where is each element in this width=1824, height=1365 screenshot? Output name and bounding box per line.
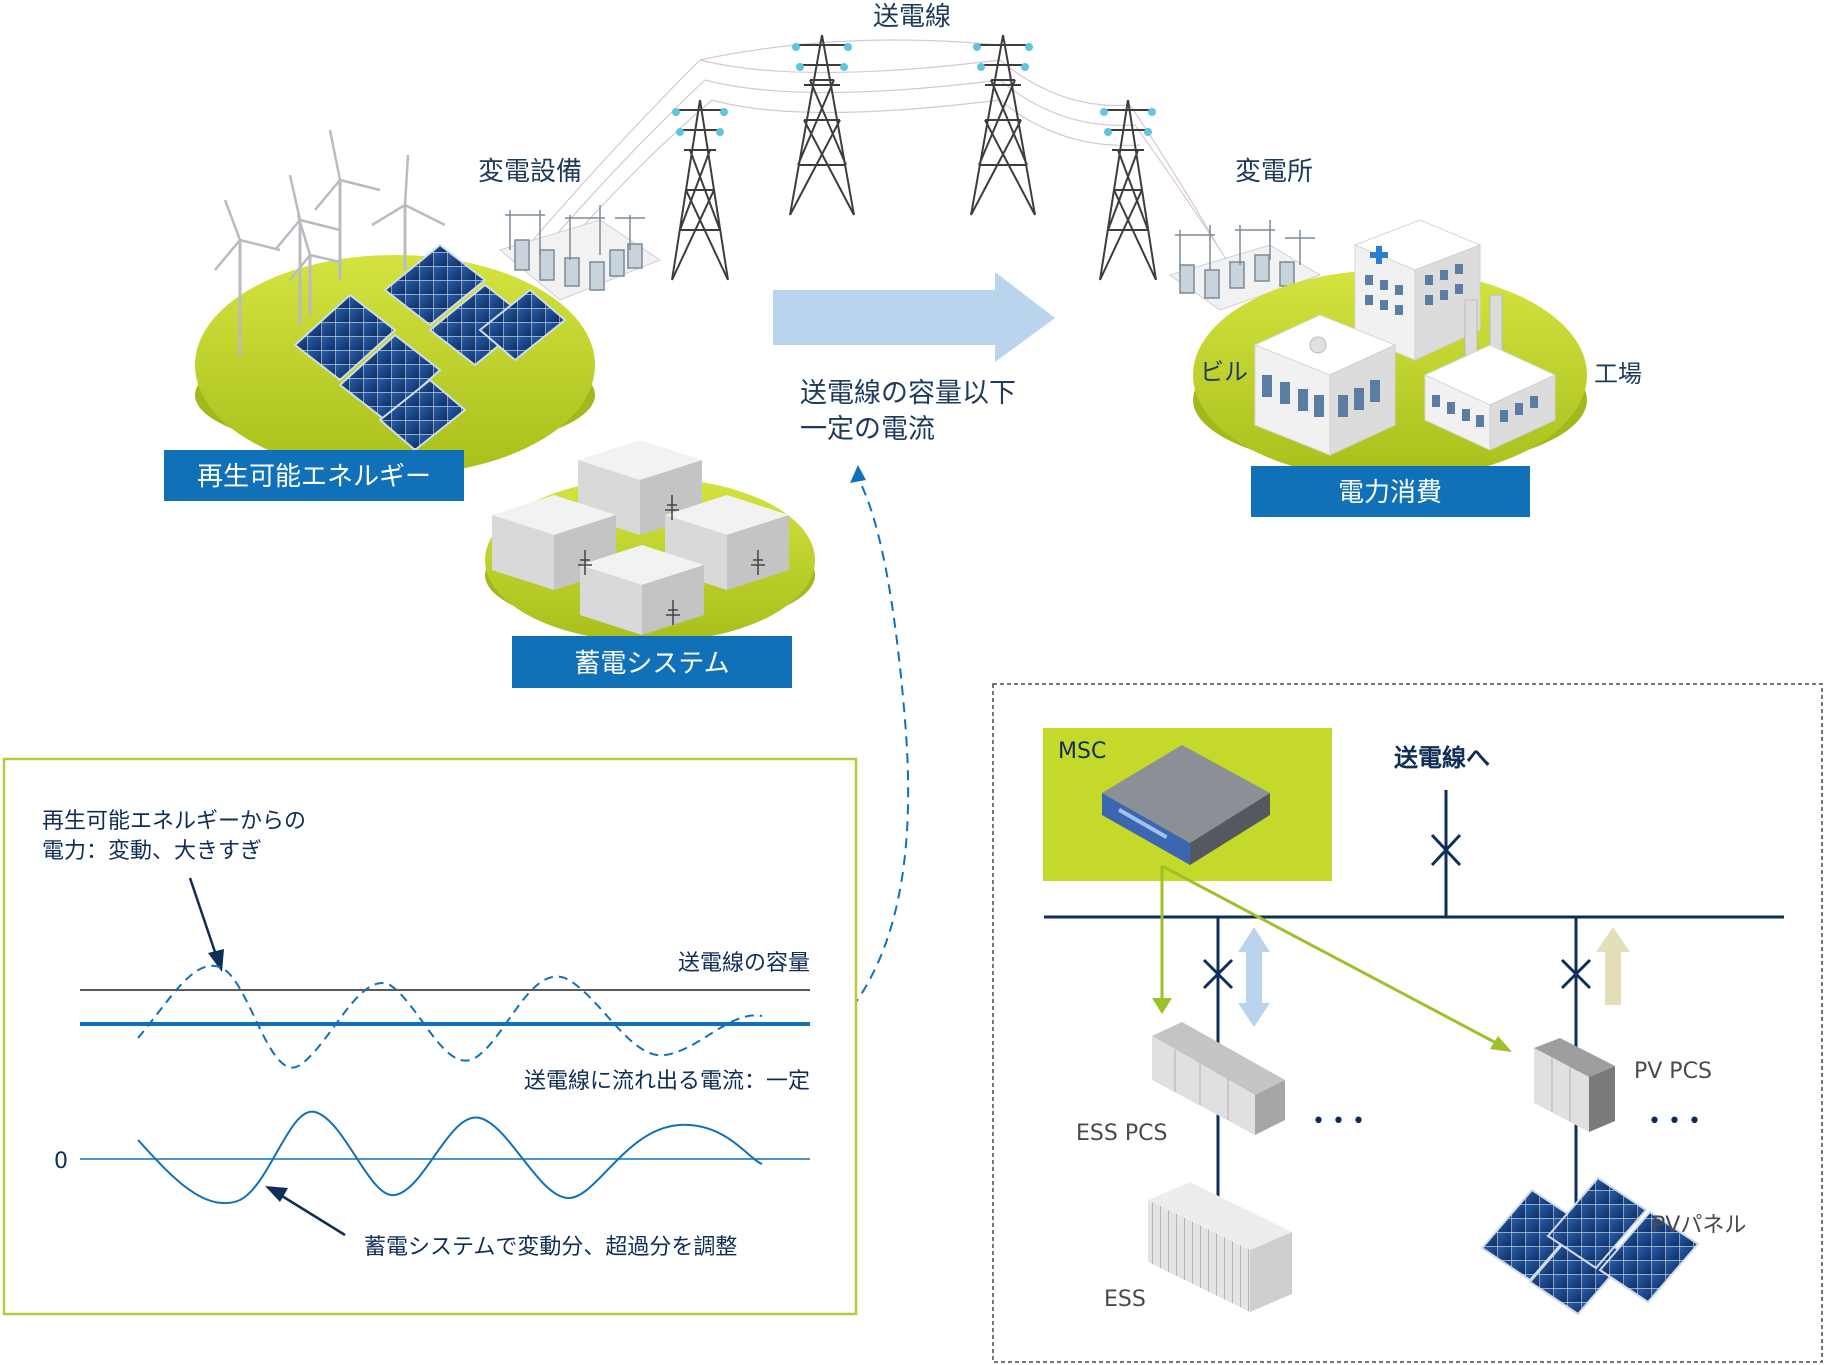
flow-note-line1: 送電線の容量以下 [800,378,1016,409]
flow-note-line2: 一定の電流 [800,414,935,445]
svg-text:蓄電システム: 蓄電システム [574,649,729,679]
factory-building [1423,294,1557,451]
svg-text:再生可能エネルギー: 再生可能エネルギー [197,462,431,492]
substation-equipment-label: 変電設備 [478,157,582,187]
renewable-energy-label: 再生可能エネルギー [164,450,464,501]
storage-note: 蓄電システムで変動分、超過分を調整 [364,1235,737,1260]
pv-pcs-label: PV PCS [1634,1059,1712,1084]
to-grid-label: 送電線へ [1394,744,1490,772]
control-arrows [1152,864,1512,1052]
capacity-label: 送電線の容量 [678,951,810,976]
ellipsis-left: • • • [1312,1109,1365,1134]
msc-label: MSC [1058,739,1106,764]
flow-arrow [773,272,1055,362]
transmission-line-label: 送電線 [873,2,951,32]
pv-pcs-device [1534,1038,1615,1132]
storage-adjustment-wave [137,1110,763,1205]
bidirectional-arrow [1238,927,1270,1027]
power-consumption-label: 電力消費 [1251,466,1530,517]
pylon-4 [1099,99,1157,281]
ess-container [1148,1182,1292,1312]
renewable-power-wave [137,964,763,1069]
office-building [1253,314,1397,456]
substation-equipment-left [498,205,662,301]
zero-label: 0 [54,1149,68,1174]
ess-label: ESS [1104,1287,1146,1312]
ess-pcs-label: ESS PCS [1076,1121,1167,1146]
ess-pcs-device [1152,1022,1285,1135]
pv-panels [1480,1176,1700,1316]
solar-array-left [293,243,567,452]
svg-text:電力消費: 電力消費 [1338,478,1442,508]
renewable-note-line2: 電力：変動、大きすぎ [42,839,262,864]
output-current-label: 送電線に流れ出る電流：一定 [524,1069,810,1094]
pylon-1 [671,99,729,281]
pylon-3 [970,34,1036,216]
pv-up-arrow [1596,927,1630,1005]
storage-pointer-arrow [265,1186,346,1237]
factory-label: 工場 [1594,360,1642,388]
breaker-icons [1202,833,1592,990]
system-panel: MSC 送電線へ [992,683,1823,1363]
waveform-panel: 再生可能エネルギーからの 電力：変動、大きすぎ 送電線の容量 送電線に流れ出る電… [2,757,858,1316]
dashed-connector [817,465,910,1046]
renewable-note-line1: 再生可能エネルギーからの [42,809,306,834]
wind-turbines [214,129,446,355]
building-label: ビル [1200,358,1248,386]
substation-label: 変電所 [1235,157,1313,187]
ellipsis-right: • • • [1648,1109,1701,1134]
storage-system-label: 蓄電システム [512,636,792,688]
hospital-building [1353,219,1482,361]
storage-containers [492,440,789,635]
msc-device [1102,745,1270,865]
pv-panel-label: PVパネル [1652,1213,1746,1238]
substation-equipment-right [1168,220,1322,311]
pylon-2 [789,34,855,216]
